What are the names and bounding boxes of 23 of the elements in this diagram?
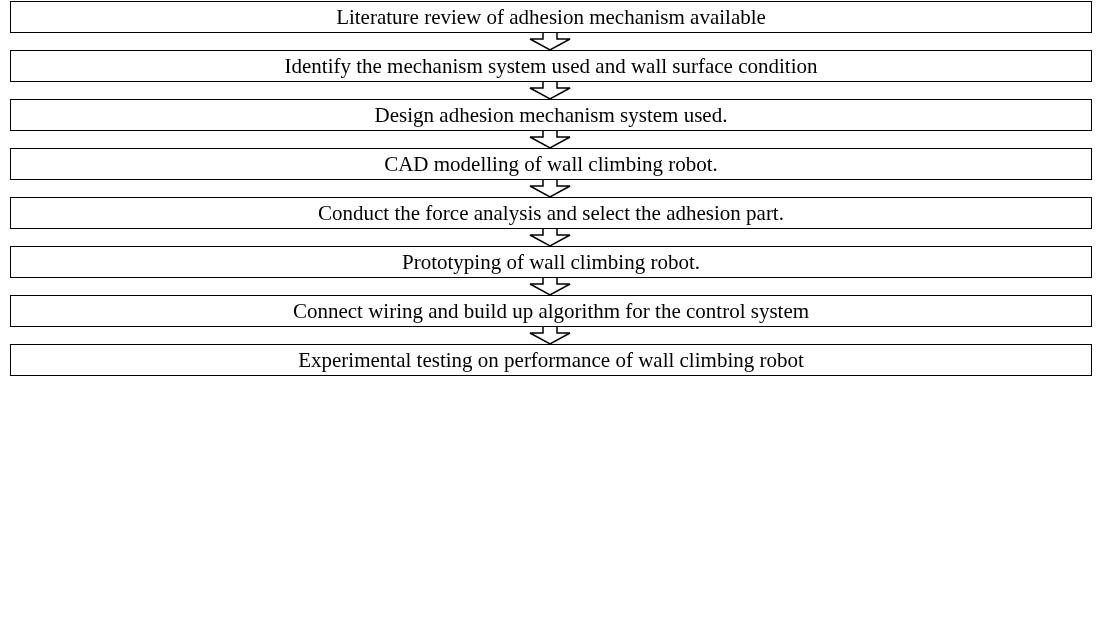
step-text: Connect wiring and build up algorithm for the control system [292, 298, 810, 324]
block-arrow [529, 277, 571, 296]
step-text: Experimental testing on performance of wall climbing robot [298, 347, 804, 373]
process-box [10, 344, 1092, 376]
step-text: Identify the mechanism system used and wall surface condition [284, 53, 818, 79]
process-box [10, 1, 1092, 33]
block-arrow [529, 130, 571, 149]
block-arrow [529, 228, 571, 247]
block-arrow [529, 81, 571, 100]
process-box [10, 246, 1092, 278]
block-arrow [529, 32, 571, 51]
block-arrow [529, 179, 571, 198]
step-text: CAD modelling of wall climbing robot. [384, 151, 718, 177]
step-text: Design adhesion mechanism system used. [374, 102, 728, 128]
step-text: Conduct the force analysis and select the adhesion part. [318, 200, 784, 226]
block-arrow [529, 326, 571, 345]
process-box [10, 148, 1092, 180]
process-box [10, 197, 1092, 229]
process-box [10, 295, 1092, 327]
step-text: Prototyping of wall climbing robot. [401, 249, 701, 275]
process-box [10, 99, 1092, 131]
process-box [10, 50, 1092, 82]
step-text: Literature review of adhesion mechanism available [336, 4, 766, 30]
